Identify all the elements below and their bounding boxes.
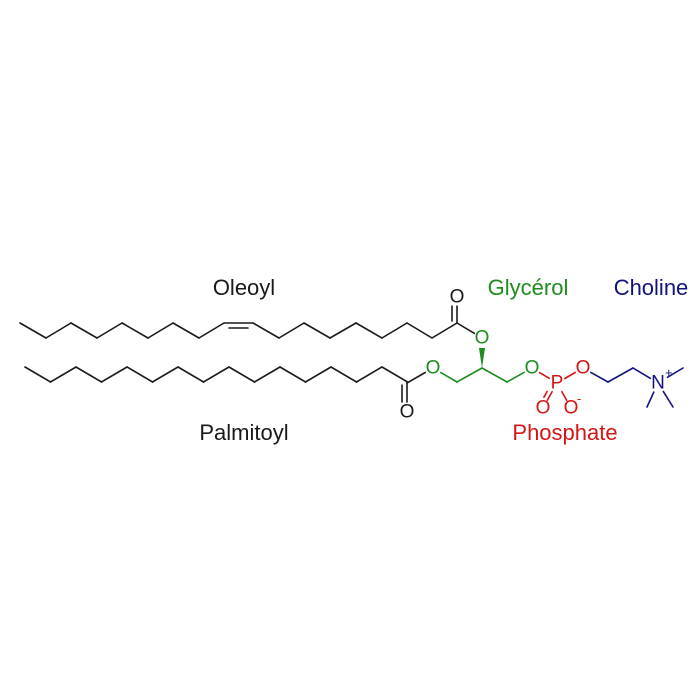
oleoyl-chain-bond — [431, 322, 458, 339]
palmitoyl-chain-bond — [355, 366, 383, 383]
glycerol-bond — [506, 371, 525, 383]
palmitoyl-chain-bond — [100, 366, 128, 383]
methyl-bond — [666, 367, 684, 379]
oleoyl-chain-bond — [303, 322, 331, 339]
choline-bond — [607, 367, 634, 383]
glycerol-bond — [481, 367, 508, 383]
atom-oxygen-sn1-ester: O — [426, 358, 441, 379]
methyl-bond — [646, 391, 655, 408]
negative-charge: - — [577, 391, 581, 406]
choline-bond — [590, 371, 609, 383]
phosphate-bond — [563, 371, 577, 380]
oleoyl-chain-bond — [381, 322, 408, 339]
oleoyl-chain-bond — [70, 322, 98, 339]
label-glycerol: Glycérol — [488, 275, 569, 300]
atom-nitrogen: N — [651, 373, 665, 394]
label-oleoyl: Oleoyl — [213, 275, 275, 300]
positive-charge: + — [665, 365, 673, 380]
palmitoyl-chain-bond — [228, 366, 256, 383]
phosphate-anion-bond — [561, 390, 568, 401]
palmitoyl-chain-bond — [151, 366, 179, 383]
oleoyl-chain-bond — [147, 322, 174, 339]
palmitoyl-chain-bond — [24, 366, 52, 383]
label-choline: Choline — [614, 275, 689, 300]
palmitoyl-chain-bond — [75, 366, 103, 383]
ester-bond — [456, 322, 476, 335]
phosphate-bond — [538, 371, 551, 380]
methyl-bond — [662, 390, 674, 408]
atom-oxygen-phosphoryl: O — [536, 398, 551, 419]
oleoyl-chain-bond — [329, 322, 357, 339]
oleoyl-chain-bond — [172, 322, 200, 339]
oleoyl-chain-bond — [96, 322, 123, 339]
atom-oxygen-anion: O — [564, 398, 579, 419]
palmitoyl-chain-bond — [202, 366, 230, 383]
atom-oxygen-oleoyl-carbonyl: O — [450, 287, 465, 308]
oleoyl-chain-bond — [406, 322, 433, 339]
atom-phosphorus: P — [551, 373, 564, 394]
oleoyl-chain-bond — [19, 322, 47, 339]
phosphoryl-double-bond — [543, 390, 548, 399]
atoms: O O O O O P O O O - N + — [400, 287, 673, 423]
atom-oxygen-sn3: O — [525, 358, 540, 379]
oleoyl-chain-bond — [355, 322, 383, 339]
glycerol-bond — [439, 371, 458, 383]
oleoyl-chain-bond — [278, 322, 305, 339]
atom-oxygen-palmitoyl-carbonyl: O — [400, 402, 415, 423]
choline-bond — [632, 367, 652, 380]
glycerol-bond — [456, 367, 483, 383]
palmitoyl-chain-bond — [330, 366, 358, 383]
palmitoyl-chain-bond — [49, 366, 77, 383]
oleoyl-chain-bond — [252, 322, 280, 339]
palmitoyl-chain-bond — [126, 366, 154, 383]
stereo-wedge-bond — [479, 348, 485, 368]
bonds — [19, 305, 684, 408]
palmitoyl-chain-bond — [177, 366, 205, 383]
atom-oxygen-phosphate-ester: O — [576, 358, 591, 379]
oleoyl-chain-bond — [121, 322, 149, 339]
palmitoyl-chain-bond — [381, 366, 409, 383]
phosphoryl-bond — [546, 390, 553, 401]
palmitoyl-chain-bond — [279, 366, 307, 383]
label-phosphate: Phosphate — [512, 420, 617, 445]
atom-oxygen-sn2-ester: O — [475, 328, 490, 349]
palmitoyl-chain-bond — [253, 366, 281, 383]
label-palmitoyl: Palmitoyl — [199, 420, 288, 445]
oleoyl-chain-bond — [198, 322, 225, 339]
oleoyl-chain-bond — [45, 322, 72, 339]
palmitoyl-chain-bond — [304, 366, 332, 383]
ester-bond — [406, 371, 427, 384]
